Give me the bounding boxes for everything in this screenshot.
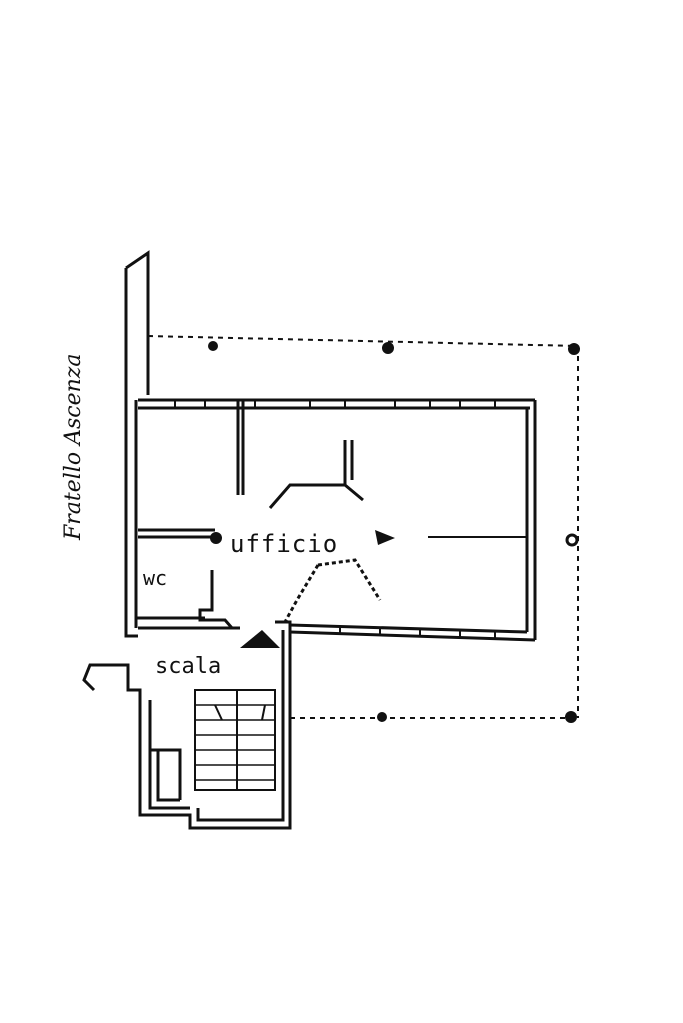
label-scala: scala [155,654,221,679]
label-wc: wc [143,566,167,590]
boundary-wall [124,250,150,638]
perimeter-posts [208,341,580,723]
label-ufficio: ufficio [230,530,338,558]
door-marks [210,530,395,648]
dashed-perimeter [147,335,579,719]
side-annotation: Fratello Ascenza [61,354,86,541]
interior-partitions [236,400,527,623]
staircase [82,620,292,830]
wc-walls [136,528,240,630]
office-walls [138,398,537,642]
